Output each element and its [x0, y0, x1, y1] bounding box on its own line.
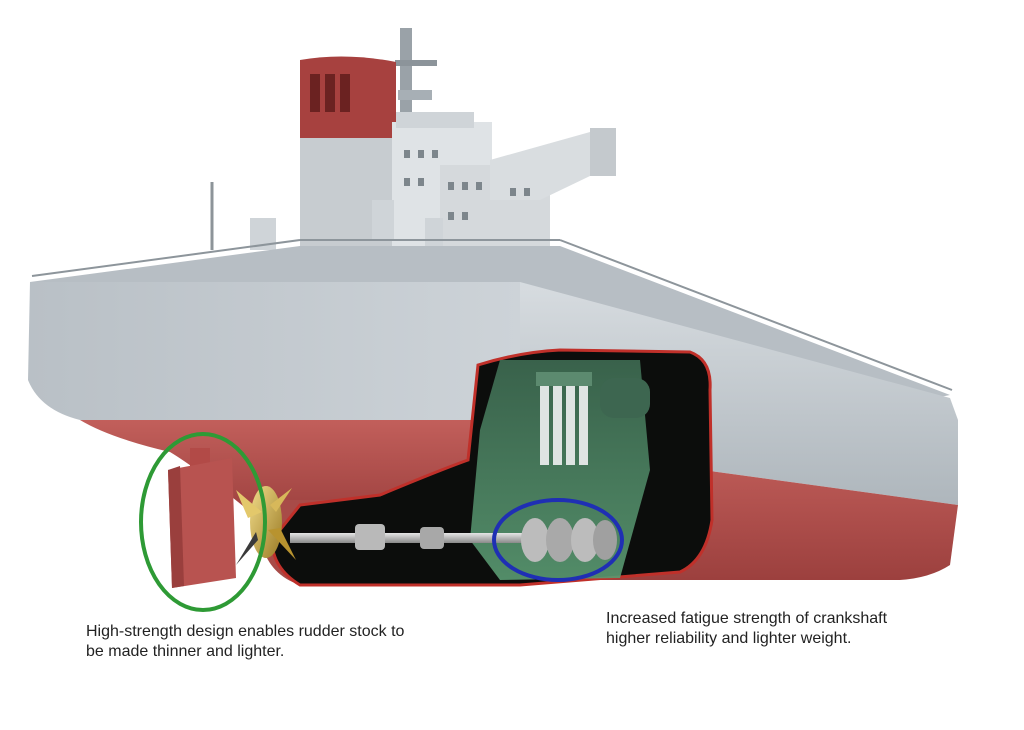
- rudder-caption-line: High-strength design enables rudder stoc…: [86, 623, 405, 640]
- rudder-blade: [168, 458, 236, 588]
- engine-room-cutaway: [270, 348, 714, 587]
- deck-ventilator: [372, 200, 394, 240]
- crankshaft-caption-line: Increased fatigue strength of crankshaft: [606, 610, 888, 627]
- deck-ventilator: [425, 218, 443, 248]
- funnel-vent: [325, 74, 335, 112]
- engine-cylinders: [536, 372, 592, 465]
- stern-gray: [28, 282, 520, 420]
- shaft-bearing: [420, 527, 444, 549]
- crankshaft-highlight-ring: [492, 498, 624, 582]
- engine-turbocharger: [600, 378, 650, 418]
- propeller-shaft: [290, 533, 540, 543]
- bridge-wing-end: [590, 128, 616, 176]
- propeller: [236, 486, 296, 565]
- superstructure: [210, 28, 616, 260]
- rudder-caption: High-strength design enables rudder stoc…: [86, 622, 404, 662]
- funnel-vent: [340, 74, 350, 112]
- shaft-coupling: [355, 524, 385, 550]
- rudder-highlight-ring: [139, 432, 267, 612]
- radar-mast: [400, 28, 412, 123]
- bridge-wing: [490, 128, 616, 200]
- rudder-caption-line: be made thinner and lighter.: [86, 643, 285, 660]
- crankshaft-caption: Increased fatigue strength of crankshaft…: [606, 609, 887, 649]
- funnel-vent: [310, 74, 320, 112]
- mast-crossbar: [395, 60, 437, 66]
- deck-railing: [31, 239, 953, 391]
- crankshaft-caption-line: higher reliability and lighter weight.: [606, 630, 852, 647]
- rudder: [168, 448, 236, 588]
- crankshaft: [521, 518, 617, 562]
- mast-platform: [398, 90, 432, 100]
- bridge-upper: [396, 112, 474, 128]
- bridge-windows: [404, 150, 530, 220]
